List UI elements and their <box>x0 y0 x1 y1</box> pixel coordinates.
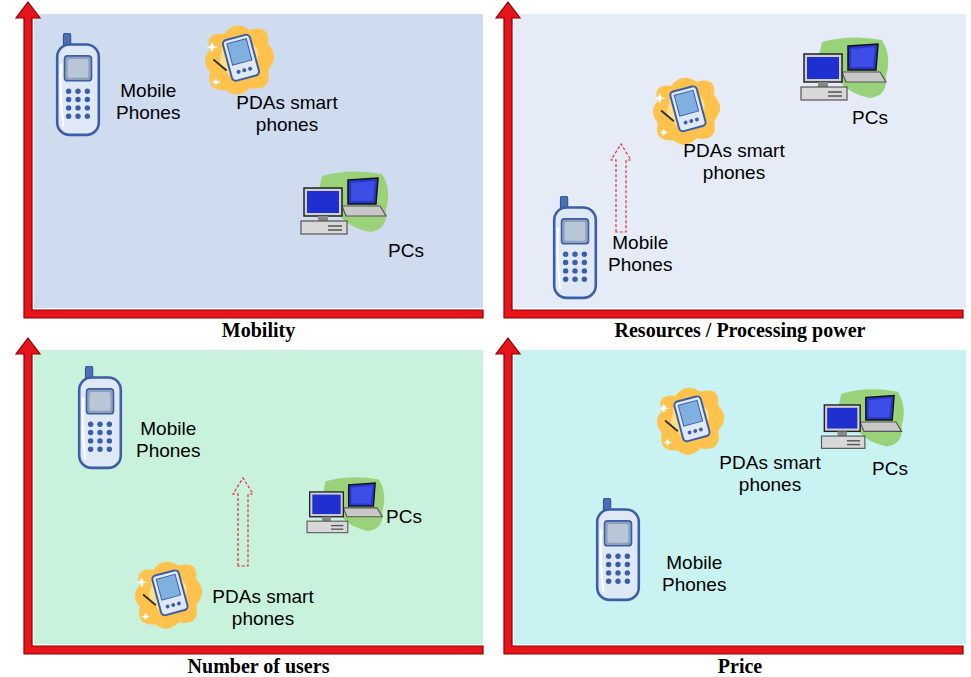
axis-arrow <box>496 338 963 654</box>
panel-ground <box>514 14 966 308</box>
phone-icon <box>554 196 596 298</box>
panel-ground <box>34 14 483 308</box>
device-label: Mobile Phones <box>136 418 200 462</box>
pda-icon <box>135 562 202 629</box>
axis-title: Price <box>514 656 966 676</box>
device-label: Mobile Phones <box>662 552 726 596</box>
trend-arrow <box>233 478 253 566</box>
device-label: PCs <box>388 240 424 262</box>
device-label: PDAs smart phones <box>700 452 840 496</box>
phone-icon <box>79 366 121 468</box>
device-label: Mobile Phones <box>608 232 672 276</box>
device-label: Mobile Phones <box>116 80 180 124</box>
trend-arrow <box>611 144 631 232</box>
device-label: PDAs smart phones <box>664 140 804 184</box>
phone-icon <box>57 33 99 135</box>
panel-ground <box>514 350 966 644</box>
phone-icon <box>597 498 639 600</box>
pc-icon <box>822 389 904 448</box>
pc-icon <box>801 37 888 100</box>
chart-panel: Mobility <box>34 14 483 308</box>
pda-icon <box>205 26 274 95</box>
chart-panel: Price <box>514 350 966 644</box>
device-label: PCs <box>872 458 908 480</box>
device-label: PCs <box>386 506 422 528</box>
pc-icon <box>307 477 384 532</box>
axis-title: Number of users <box>34 656 483 676</box>
pda-icon <box>653 78 720 145</box>
device-label: PDAs smart phones <box>218 92 356 136</box>
panel-ground <box>34 350 483 644</box>
pc-icon <box>301 171 388 234</box>
device-label: PDAs smart phones <box>198 586 328 630</box>
axis-arrow <box>16 338 483 654</box>
axis-title: Mobility <box>34 320 483 340</box>
axis-arrow <box>16 2 483 318</box>
pda-icon <box>657 388 724 455</box>
axis-arrow <box>496 2 963 318</box>
axis-title: Resources / Processing power <box>514 320 966 340</box>
device-label: PCs <box>852 107 888 129</box>
